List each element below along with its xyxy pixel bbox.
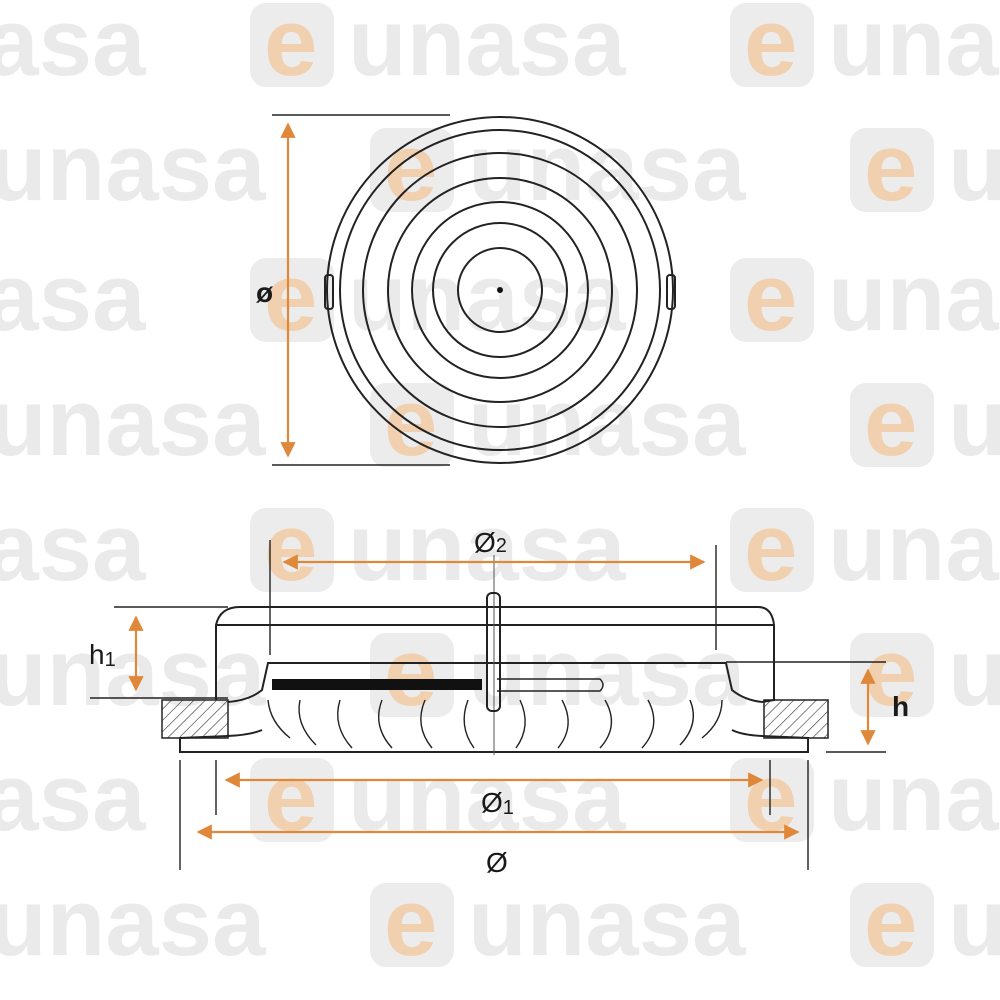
svg-text:e: e xyxy=(744,0,797,96)
svg-text:unasa: unasa xyxy=(0,369,266,476)
h-label: h xyxy=(892,691,909,722)
watermark-layer: eunasaeunasaeunasaeunasaeunasaeunasaeuna… xyxy=(0,0,1000,976)
flange-outline-left xyxy=(179,729,263,739)
ring-2 xyxy=(339,129,661,451)
outer-ring xyxy=(326,116,674,464)
flange-outline-right xyxy=(179,729,809,753)
svg-text:e: e xyxy=(744,494,797,601)
damper-plate xyxy=(272,679,482,690)
left-wall-section xyxy=(161,699,229,739)
inner-ring xyxy=(457,247,543,333)
right-wall-section xyxy=(763,699,829,739)
d1-label: Ø1 xyxy=(481,787,514,819)
svg-text:unasa: unasa xyxy=(828,244,1000,351)
ring-6 xyxy=(432,222,568,358)
svg-text:e: e xyxy=(744,244,797,351)
svg-text:unasa: unasa xyxy=(348,494,626,601)
svg-text:unasa: unasa xyxy=(0,494,146,601)
svg-text:unasa: unasa xyxy=(0,244,146,351)
svg-text:unasa: unasa xyxy=(0,869,266,976)
svg-text:unasa: unasa xyxy=(948,114,1000,221)
top-diameter-label: ø xyxy=(256,277,273,308)
ring-5 xyxy=(411,201,589,379)
top-view: ø xyxy=(256,114,676,466)
center-spindle xyxy=(486,592,501,712)
svg-text:unasa: unasa xyxy=(0,0,146,96)
svg-text:e: e xyxy=(864,114,917,221)
center-dot xyxy=(497,287,503,293)
ring-4 xyxy=(387,177,613,403)
svg-text:unasa: unasa xyxy=(828,0,1000,96)
svg-text:e: e xyxy=(864,869,917,976)
d-label: Ø xyxy=(486,847,508,878)
svg-text:unasa: unasa xyxy=(948,619,1000,726)
svg-text:unasa: unasa xyxy=(468,369,746,476)
svg-text:e: e xyxy=(264,744,317,851)
side-view: Ø2 h1 h Ø1 Ø xyxy=(89,527,909,878)
svg-text:unasa: unasa xyxy=(348,244,626,351)
svg-text:e: e xyxy=(864,369,917,476)
damper-rod xyxy=(497,678,604,692)
body-outline xyxy=(215,606,775,703)
svg-text:unasa: unasa xyxy=(348,0,626,96)
svg-text:unasa: unasa xyxy=(468,619,746,726)
svg-text:unasa: unasa xyxy=(0,114,266,221)
svg-text:e: e xyxy=(264,494,317,601)
d2-label: Ø2 xyxy=(474,527,507,558)
svg-text:unasa: unasa xyxy=(948,369,1000,476)
svg-text:e: e xyxy=(384,869,437,976)
svg-text:e: e xyxy=(384,619,437,726)
ring-3 xyxy=(362,152,638,428)
svg-text:e: e xyxy=(864,619,917,726)
inner-body-outline xyxy=(227,662,763,703)
h1-label: h1 xyxy=(89,639,116,671)
svg-text:e: e xyxy=(264,0,317,96)
svg-text:unasa: unasa xyxy=(828,744,1000,851)
svg-text:unasa: unasa xyxy=(828,494,1000,601)
svg-text:unasa: unasa xyxy=(468,869,746,976)
vanes xyxy=(267,699,723,749)
svg-text:unasa: unasa xyxy=(0,744,146,851)
svg-text:unasa: unasa xyxy=(948,869,1000,976)
